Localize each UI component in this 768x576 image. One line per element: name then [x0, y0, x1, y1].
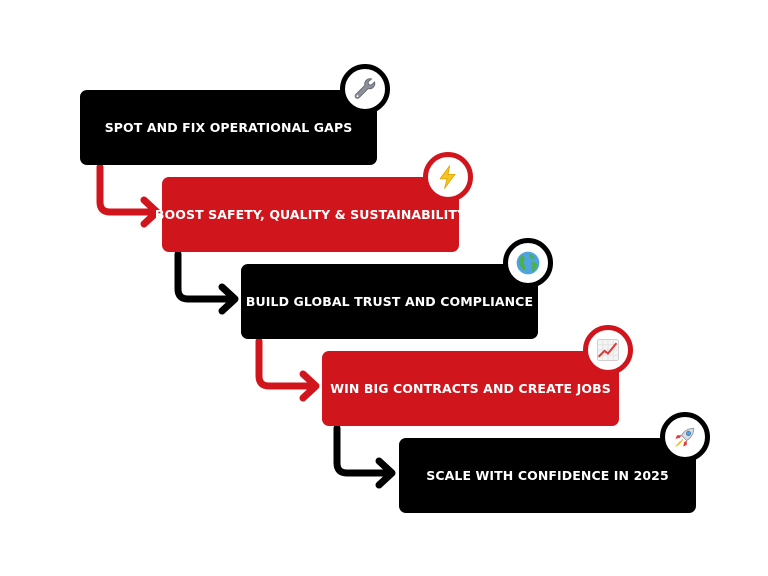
chart-increasing-icon	[597, 339, 619, 361]
connector-arrow-2	[174, 250, 236, 303]
step-badge-1	[340, 64, 390, 114]
lightning-icon	[439, 165, 456, 189]
step-label-3: BUILD GLOBAL TRUST AND COMPLIANCE	[245, 294, 534, 309]
connector-arrow-4	[333, 424, 393, 477]
connector-arrowhead-3	[299, 370, 320, 402]
step-label-5: SCALE WITH CONFIDENCE IN 2025	[426, 468, 669, 483]
connector-arrowhead-4	[375, 457, 396, 489]
step-box-2: BOOST SAFETY, QUALITY & SUSTAINABILITY	[155, 177, 466, 252]
connector-arrow-1	[96, 163, 158, 216]
rocket-icon	[675, 427, 695, 447]
step-box-3: BUILD GLOBAL TRUST AND COMPLIANCE	[241, 264, 538, 339]
wrench-icon	[354, 78, 376, 99]
step-label-1: SPOT AND FIX OPERATIONAL GAPS	[104, 120, 353, 135]
step-box-1: SPOT AND FIX OPERATIONAL GAPS	[80, 90, 377, 165]
step-box-4: WIN BIG CONTRACTS AND CREATE JOBS	[322, 351, 619, 426]
step-badge-5	[660, 412, 710, 462]
step-label-4: WIN BIG CONTRACTS AND CREATE JOBS	[330, 381, 611, 396]
connector-arrow-3	[255, 337, 317, 390]
step-box-5: SCALE WITH CONFIDENCE IN 2025	[399, 438, 696, 513]
step-label-2: BOOST SAFETY, QUALITY & SUSTAINABILITY	[154, 207, 467, 222]
connector-arrowhead-2	[218, 283, 239, 315]
step-badge-2	[423, 152, 473, 202]
connector-arrowhead-1	[140, 196, 161, 228]
step-badge-3	[503, 238, 553, 288]
step-badge-4	[583, 325, 633, 375]
globe-icon	[516, 251, 540, 275]
